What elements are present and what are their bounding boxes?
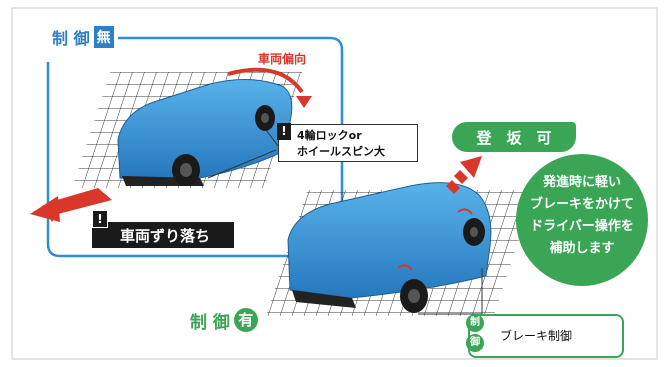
climb-arrow — [446, 156, 482, 194]
brake-control-box: 制 御 ブレーキ制御 — [466, 314, 624, 358]
wheel-lock-warning: ! 4輪ロックor ホイールスピン大 — [277, 123, 418, 162]
brake-badge: 制 御 — [466, 314, 486, 352]
assist-text: 発進時に軽い ブレーキをかけて ドライバー操作を 補助します — [520, 172, 644, 260]
climb-possible-pill: 登 坂 可 — [452, 122, 576, 152]
outer-frame — [11, 7, 658, 360]
wheel-lock-text-2: ホイールスピン大 — [297, 145, 385, 158]
slide-label: 車両ずり落ち — [120, 227, 211, 245]
slide-arrow — [30, 188, 112, 222]
assist-line-4: 補助します — [549, 241, 615, 256]
assist-circle — [516, 154, 648, 286]
wheel-lock-text-1: 4輪ロックor — [297, 129, 362, 142]
yaw-label: 車両偏向 — [258, 52, 307, 66]
with-control-title: 制 御 有 — [190, 306, 258, 334]
with-control-badge: 有 — [233, 308, 258, 332]
brake-badge-top: 制 — [466, 314, 484, 332]
warning-mark: ! — [277, 123, 291, 140]
yaw-arrow — [227, 67, 304, 94]
slide-label-box: ! 車両ずり落ち — [92, 210, 234, 248]
no-control-badge: 無 — [93, 26, 114, 48]
climb-possible-label: 登 坂 可 — [476, 128, 552, 147]
brake-control-label: ブレーキ制御 — [500, 329, 573, 343]
no-control-title-text: 制 御 — [52, 29, 90, 48]
brake-badge-bottom: 御 — [466, 334, 484, 352]
assist-line-3: ドライバー操作を — [530, 219, 634, 234]
no-control-title: 制 御 無 — [52, 26, 114, 48]
car-top-left — [117, 78, 293, 186]
assist-line-2: ブレーキをかけて — [529, 197, 634, 212]
car-bottom-right — [287, 182, 492, 313]
with-control-title-text: 制 御 — [190, 312, 230, 333]
slide-warning-mark: ! — [92, 210, 108, 228]
assist-line-1: 発進時に軽い — [542, 175, 621, 190]
